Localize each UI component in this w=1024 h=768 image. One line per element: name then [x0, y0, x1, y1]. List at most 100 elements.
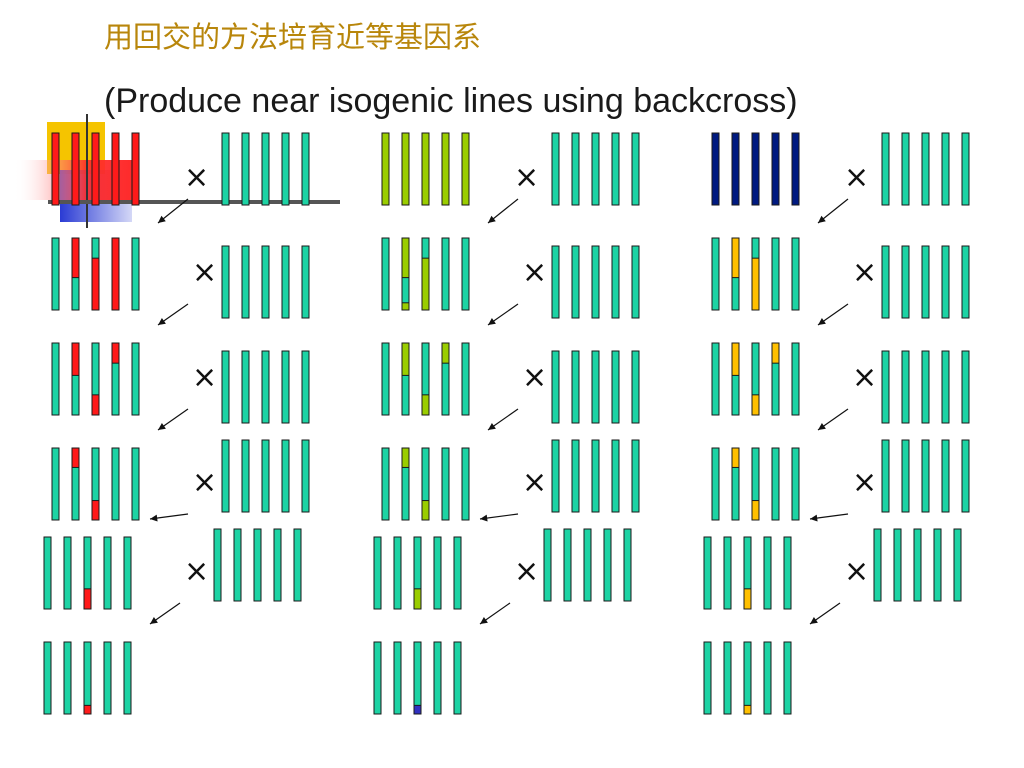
panel-2-recurrent-1-chromosome-2: [571, 132, 580, 206]
panel-2-gen-1-donor-segment-2-1: [401, 132, 410, 206]
panel-2-recurrent-2-chromosome-4: [611, 245, 620, 319]
panel-3-cross-symbol-2: ×: [852, 255, 877, 290]
panel-2-gen-4-donor-segment-2-1: [401, 447, 410, 468]
panel-3-recurrent-1-chromosome-2: [901, 132, 910, 206]
panel-2-arrowhead-1: [488, 215, 496, 223]
panel-3-gen-4-donor-segment-3-1: [751, 500, 760, 521]
panel-2-arrowhead-2: [488, 318, 496, 325]
panel-1-gen-3-chromosome-1: [51, 342, 60, 416]
panel-1-recurrent-2-chromosome-1: [221, 245, 230, 319]
panel-2-cross-symbol-3: ×: [522, 360, 547, 395]
panel-2-recurrent-3-chromosome-2: [571, 350, 580, 424]
panel-2-recurrent-3-chromosome-1: [551, 350, 560, 424]
panel-2-arrowhead-4: [480, 514, 488, 522]
panel-3-cross-symbol-4: ×: [852, 465, 877, 500]
panel-3-gen-1-donor-segment-1-1: [711, 132, 720, 206]
panel-1-cross-symbol-2: ×: [192, 255, 217, 290]
panel-1-recurrent-4-chromosome-1: [221, 439, 230, 513]
panel-2-gen-5-donor-segment-3-1: [413, 588, 422, 610]
panel-1-cross-symbol-1: ×: [184, 160, 209, 195]
panel-1-gen-1-donor-segment-2-1: [71, 132, 80, 206]
panel-2-gen-6-donor-segment-3-1: [413, 704, 422, 715]
panel-1-recurrent-3-chromosome-2: [241, 350, 250, 424]
panel-2-recurrent-4-chromosome-3: [591, 439, 600, 513]
panel-1-gen-2-donor-segment-4-1: [111, 237, 120, 311]
panel-3-recurrent-1-chromosome-3: [921, 132, 930, 206]
panel-1-cross-symbol-4: ×: [192, 465, 217, 500]
panel-2-gen-2-donor-segment-2-2: [401, 302, 410, 311]
panel-1-recurrent-2-chromosome-5: [301, 245, 310, 319]
panel-2-recurrent-4-chromosome-1: [551, 439, 560, 513]
panel-2-gen-6-chromosome-1: [373, 641, 382, 715]
panel-3-recurrent-2-chromosome-3: [921, 245, 930, 319]
panel-3-gen-2-chromosome-5: [791, 237, 800, 311]
panel-1-recurrent-5-chromosome-5: [293, 528, 302, 602]
panel-3-recurrent-3-chromosome-5: [961, 350, 970, 424]
panel-1-gen-6-chromosome-1: [43, 641, 52, 715]
panel-3-gen-4-chromosome-1: [711, 447, 720, 521]
panel-2-gen-4-chromosome-1: [381, 447, 390, 521]
panel-1-gen-3-chromosome-5: [131, 342, 140, 416]
panel-1-recurrent-4-chromosome-4: [281, 439, 290, 513]
panel-1-arrowhead-3: [158, 423, 166, 430]
panel-2-recurrent-3-chromosome-4: [611, 350, 620, 424]
panel-3-recurrent-5-chromosome-5: [953, 528, 962, 602]
panel-3-recurrent-3-chromosome-3: [921, 350, 930, 424]
panel-2-recurrent-5-chromosome-4: [603, 528, 612, 602]
panel-1-recurrent-5-chromosome-2: [233, 528, 242, 602]
panel-3-recurrent-5-chromosome-1: [873, 528, 882, 602]
panel-1-recurrent-1-chromosome-4: [281, 132, 290, 206]
panel-2-gen-3-donor-segment-4-1: [441, 342, 450, 364]
panel-1-cross-symbol-5: ×: [184, 554, 209, 589]
panel-2-gen-3-chromosome-5: [461, 342, 470, 416]
panel-2-recurrent-5-chromosome-3: [583, 528, 592, 602]
panel-2-recurrent-5-chromosome-2: [563, 528, 572, 602]
panel-2-recurrent-4-chromosome-4: [611, 439, 620, 513]
panel-2-gen-5-chromosome-4: [433, 536, 442, 610]
panel-1-recurrent-5-chromosome-4: [273, 528, 282, 602]
panel-3-gen-2-chromosome-4: [771, 237, 780, 311]
panel-3-gen-6-chromosome-2: [723, 641, 732, 715]
panel-1-recurrent-3-chromosome-1: [221, 350, 230, 424]
panel-3-gen-2-donor-segment-3-1: [751, 257, 760, 311]
slide-title: 用回交的方法培育近等基因系: [104, 20, 482, 54]
panel-1-recurrent-4-chromosome-2: [241, 439, 250, 513]
panel-3-recurrent-3-chromosome-2: [901, 350, 910, 424]
panel-1-gen-2-chromosome-1: [51, 237, 60, 311]
panel-3-recurrent-1-chromosome-5: [961, 132, 970, 206]
panel-3-recurrent-4-chromosome-2: [901, 439, 910, 513]
panel-1-gen-3-donor-segment-4-1: [111, 342, 120, 364]
panel-1-recurrent-1-chromosome-3: [261, 132, 270, 206]
panel-3-recurrent-3-chromosome-1: [881, 350, 890, 424]
panel-1-recurrent-1-chromosome-2: [241, 132, 250, 206]
panel-3-recurrent-2-chromosome-2: [901, 245, 910, 319]
panel-2-recurrent-5-chromosome-1: [543, 528, 552, 602]
panel-2-gen-4-donor-segment-3-1: [421, 500, 430, 521]
panel-3-recurrent-2-chromosome-5: [961, 245, 970, 319]
panel-2-gen-5-chromosome-1: [373, 536, 382, 610]
panel-1-gen-6-chromosome-5: [123, 641, 132, 715]
panel-1-recurrent-5-chromosome-3: [253, 528, 262, 602]
panel-2-recurrent-3-chromosome-5: [631, 350, 640, 424]
slide-subtitle: (Produce near isogenic lines using backc…: [104, 82, 798, 120]
panel-3-gen-4-donor-segment-2-1: [731, 447, 740, 468]
panel-1-recurrent-1-chromosome-5: [301, 132, 310, 206]
panel-2-gen-2-chromosome-5: [461, 237, 470, 311]
panel-2-gen-2-donor-segment-3-1: [421, 257, 430, 311]
panel-3-recurrent-4-chromosome-5: [961, 439, 970, 513]
panel-3-gen-3-donor-segment-4-1: [771, 342, 780, 364]
panel-2-gen-6-chromosome-2: [393, 641, 402, 715]
panel-2-gen-4-chromosome-4: [441, 447, 450, 521]
panel-1-arrowhead-1: [158, 215, 166, 223]
panel-1-gen-6-chromosome-4: [103, 641, 112, 715]
panel-1-gen-4-chromosome-1: [51, 447, 60, 521]
panel-2-cross-symbol-4: ×: [522, 465, 547, 500]
panel-1-gen-6-chromosome-2: [63, 641, 72, 715]
panel-3-cross-symbol-5: ×: [844, 554, 869, 589]
panel-2-arrowhead-5: [480, 617, 488, 624]
panel-3-recurrent-2-chromosome-4: [941, 245, 950, 319]
panel-3-recurrent-5-chromosome-2: [893, 528, 902, 602]
panel-3-gen-2-donor-segment-2-1: [731, 237, 740, 279]
panel-1-gen-4-chromosome-4: [111, 447, 120, 521]
